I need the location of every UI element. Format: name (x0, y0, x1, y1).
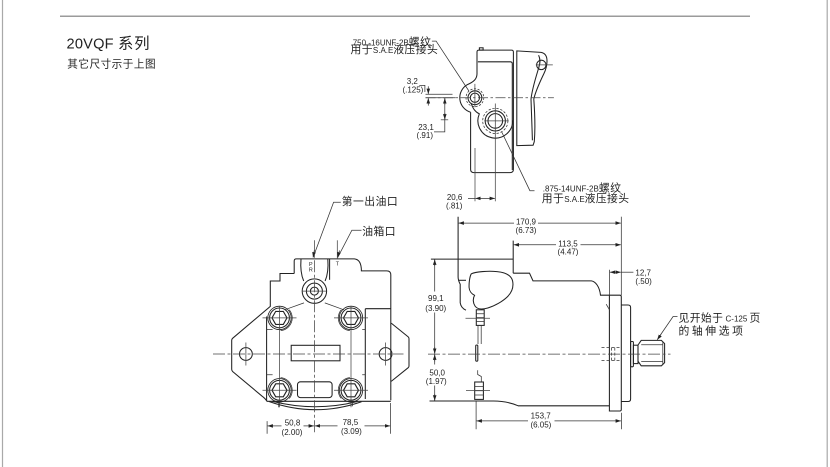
svg-text:50,8: 50,8 (285, 418, 301, 427)
svg-text:20VQF 系列: 20VQF 系列 (67, 35, 151, 52)
svg-text:的轴伸选项: 的轴伸选项 (679, 324, 746, 338)
svg-text:3,2: 3,2 (407, 77, 419, 86)
svg-text:(.81): (.81) (446, 202, 463, 211)
svg-text:20,6: 20,6 (447, 193, 463, 202)
svg-text:T: T (336, 261, 340, 267)
svg-text:170,9: 170,9 (516, 217, 537, 226)
svg-text:见开始于 C-125 页: 见开始于 C-125 页 (679, 311, 761, 325)
svg-text:油箱口: 油箱口 (362, 224, 396, 238)
svg-text:P: P (309, 262, 313, 268)
svg-text:(3.09): (3.09) (341, 427, 362, 436)
svg-text:99,1: 99,1 (428, 294, 444, 303)
svg-text:(4.47): (4.47) (558, 248, 579, 257)
svg-text:(6.05): (6.05) (530, 421, 551, 430)
svg-text:153,7: 153,7 (531, 411, 552, 420)
svg-text:113,5: 113,5 (558, 239, 578, 248)
svg-text:其它尺寸示于上图: 其它尺寸示于上图 (67, 58, 156, 71)
svg-text:用于S.A.E液压接头: 用于S.A.E液压接头 (351, 42, 439, 56)
svg-text:用于S.A.E液压接头: 用于S.A.E液压接头 (542, 191, 630, 205)
svg-text:(.50): (.50) (635, 277, 652, 286)
svg-text:(.125): (.125) (402, 85, 423, 94)
svg-text:(2.00): (2.00) (282, 428, 303, 437)
svg-text:50,0: 50,0 (429, 368, 445, 377)
svg-text:(6.73): (6.73) (516, 226, 537, 235)
svg-text:23,1: 23,1 (418, 123, 434, 132)
svg-text:(3.90): (3.90) (425, 304, 446, 313)
svg-text:R: R (309, 268, 313, 274)
svg-text:.875-14UNF-2B螺纹: .875-14UNF-2B螺纹 (543, 181, 622, 195)
svg-text:(1.97): (1.97) (426, 377, 447, 386)
svg-text:78,5: 78,5 (343, 418, 359, 427)
svg-text:12,7: 12,7 (635, 268, 651, 277)
svg-text:(.91): (.91) (417, 131, 434, 140)
svg-text:.750 -16UNF-2B螺纹: .750 -16UNF-2B螺纹 (351, 34, 432, 48)
svg-text:第一出油口: 第一出油口 (342, 194, 398, 208)
